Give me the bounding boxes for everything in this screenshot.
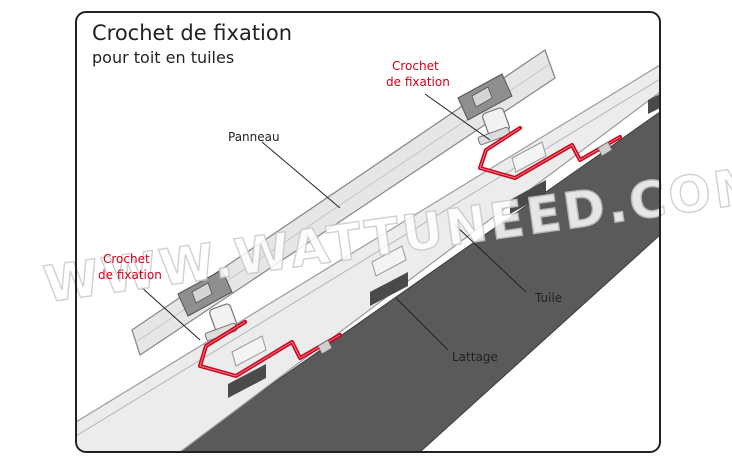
tile-nub [371, 245, 407, 277]
batten-block [510, 180, 546, 214]
hook-screw [317, 339, 333, 355]
leader-lattage [395, 297, 449, 351]
hook-screw [597, 141, 613, 157]
diagram-title: Crochet de fixation [92, 21, 292, 45]
batten-block [370, 272, 408, 306]
leader-crochet-top [424, 93, 491, 141]
label-crochet-top-line1: Crochet [392, 59, 439, 73]
tile-nub [231, 335, 267, 367]
label-crochet-top-line2: de fixation [386, 75, 450, 89]
frame-border [75, 11, 661, 453]
label-tuile: Tuile [534, 291, 562, 305]
clamp-lower [177, 269, 238, 342]
clamp-upper [457, 73, 513, 146]
tile-nub [511, 141, 547, 173]
label-crochet-left-line2: de fixation [98, 268, 162, 282]
leader-tuile [454, 224, 527, 293]
diagram-subtitle: pour toit en tuiles [92, 48, 234, 67]
batten-block [228, 364, 266, 398]
leader-crochet-left [139, 285, 201, 341]
label-panneau: Panneau [228, 130, 280, 144]
leader-panneau [261, 141, 341, 209]
batten-block [648, 94, 660, 114]
label-lattage: Lattage [452, 350, 498, 364]
label-crochet-left-line1: Crochet [103, 252, 150, 266]
